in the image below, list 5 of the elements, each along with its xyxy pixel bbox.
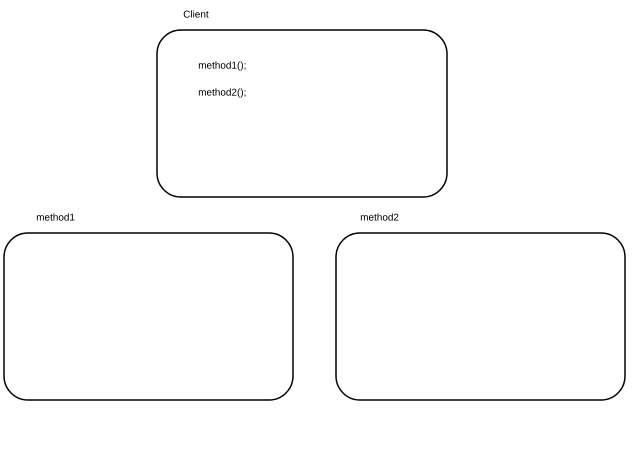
box-heading: method2 xyxy=(360,213,398,221)
box-heading: method1 xyxy=(36,213,74,221)
box-heading: Client xyxy=(184,10,209,18)
code-line: method2(); xyxy=(198,88,246,98)
code-line: method1(); xyxy=(198,61,246,71)
